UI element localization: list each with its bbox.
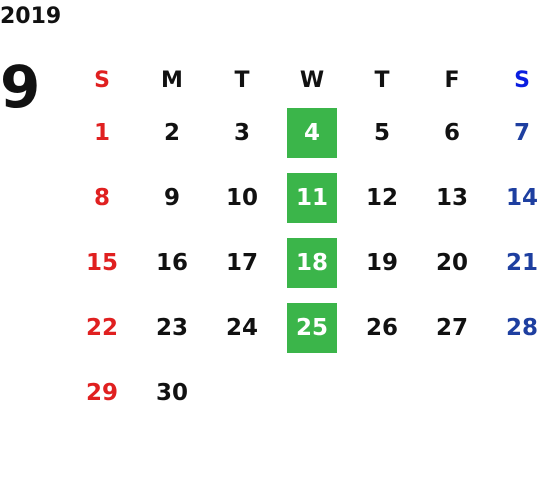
day-number: 26 [365,314,398,341]
weekday-sunday: S [94,67,110,93]
day-number: 6 [443,119,460,146]
day-cell: 9 [137,165,207,230]
weekday-monday: M [161,67,183,93]
day-number: 8 [93,184,110,211]
day-number: 15 [85,249,118,276]
day-number: 12 [365,184,398,211]
day-number: 27 [435,314,468,341]
day-cell-highlighted: 11 [277,165,347,230]
day-cell: 17 [207,230,277,295]
day-number: 4 [287,107,337,158]
day-cell: 21 [487,230,548,295]
weekday-saturday: S [514,67,530,93]
day-number [287,368,337,418]
day-number: 10 [225,184,258,211]
day-cell: 6 [417,100,487,165]
day-number: 22 [85,314,118,341]
day-cell: 1 [67,100,137,165]
day-number: 21 [505,249,538,276]
day-number [497,368,547,418]
day-number [357,368,407,418]
calendar-year: 2019 [0,4,62,29]
day-number: 9 [163,184,180,211]
day-number: 17 [225,249,258,276]
day-cell: 15 [67,230,137,295]
week-row-3: 15 16 17 18 19 20 21 [67,230,548,295]
day-cell: 2 [137,100,207,165]
week-row-4: 22 23 24 25 26 27 28 [67,295,548,360]
day-cell: 28 [487,295,548,360]
day-cell: 24 [207,295,277,360]
day-number: 2 [163,119,180,146]
day-number: 25 [287,302,337,353]
weekday-tuesday: T [234,67,250,93]
day-cell-empty [417,360,487,425]
day-cell: 3 [207,100,277,165]
day-cell: 12 [347,165,417,230]
day-cell-empty [347,360,417,425]
day-number: 3 [233,119,250,146]
day-number: 20 [435,249,468,276]
weekday-wednesday: W [299,67,325,93]
day-cell: 29 [67,360,137,425]
day-number: 5 [373,119,390,146]
day-cell: 26 [347,295,417,360]
weekday-friday: F [444,67,460,93]
day-cell: 20 [417,230,487,295]
day-cell-highlighted: 18 [277,230,347,295]
day-number: 7 [513,119,530,146]
day-number: 29 [85,379,118,406]
day-number: 18 [287,237,337,288]
day-cell-empty [277,360,347,425]
day-number: 13 [435,184,468,211]
calendar-grid: S M T W T F S 1 2 3 4 5 6 7 8 9 10 11 12… [67,60,548,425]
day-cell: 10 [207,165,277,230]
day-cell: 23 [137,295,207,360]
day-number: 30 [155,379,188,406]
week-row-2: 8 9 10 11 12 13 14 [67,165,548,230]
day-number: 1 [93,119,110,146]
weekday-thursday: T [374,67,390,93]
day-number [427,368,477,418]
day-number [217,368,267,418]
day-number: 23 [155,314,188,341]
day-cell: 14 [487,165,548,230]
day-cell-highlighted: 25 [277,295,347,360]
day-cell: 8 [67,165,137,230]
day-cell: 13 [417,165,487,230]
day-cell-empty [487,360,548,425]
calendar-month: 9 [0,53,41,121]
day-cell: 30 [137,360,207,425]
day-number: 19 [365,249,398,276]
day-number: 11 [287,172,337,223]
day-cell: 5 [347,100,417,165]
day-cell: 7 [487,100,548,165]
day-cell: 16 [137,230,207,295]
week-row-1: 1 2 3 4 5 6 7 [67,100,548,165]
day-number: 24 [225,314,258,341]
day-cell-empty [207,360,277,425]
day-cell: 19 [347,230,417,295]
week-row-5: 29 30 [67,360,548,425]
day-number: 28 [505,314,538,341]
day-cell: 27 [417,295,487,360]
day-cell-highlighted: 4 [277,100,347,165]
weekday-header-row: S M T W T F S [67,60,548,100]
day-cell: 22 [67,295,137,360]
day-number: 14 [505,184,538,211]
day-number: 16 [155,249,188,276]
